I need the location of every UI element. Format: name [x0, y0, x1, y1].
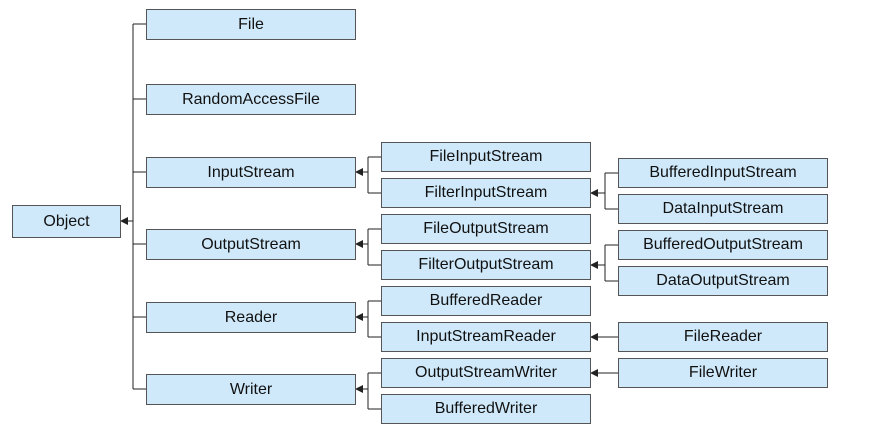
- node-file-output-stream: FileOutputStream: [381, 214, 591, 244]
- node-data-input-stream: DataInputStream: [618, 194, 828, 224]
- node-random-access-file: RandomAccessFile: [146, 84, 356, 115]
- node-buffered-writer: BufferedWriter: [381, 394, 591, 424]
- node-buffered-input-stream: BufferedInputStream: [618, 158, 828, 188]
- node-input-stream: InputStream: [146, 157, 356, 188]
- node-file-input-stream: FileInputStream: [381, 142, 591, 172]
- node-buffered-reader: BufferedReader: [381, 286, 591, 316]
- node-input-stream-reader: InputStreamReader: [381, 322, 591, 352]
- node-output-stream-writer: OutputStreamWriter: [381, 358, 591, 388]
- node-file: File: [146, 9, 356, 40]
- node-file-reader: FileReader: [618, 322, 828, 352]
- node-object: Object: [12, 205, 121, 238]
- node-writer: Writer: [146, 374, 356, 405]
- node-reader: Reader: [146, 302, 356, 333]
- node-output-stream: OutputStream: [146, 229, 356, 260]
- node-data-output-stream: DataOutputStream: [618, 266, 828, 296]
- node-buffered-output-stream: BufferedOutputStream: [618, 230, 828, 260]
- node-filter-input-stream: FilterInputStream: [381, 178, 591, 208]
- node-file-writer: FileWriter: [618, 358, 828, 388]
- node-filter-output-stream: FilterOutputStream: [381, 250, 591, 280]
